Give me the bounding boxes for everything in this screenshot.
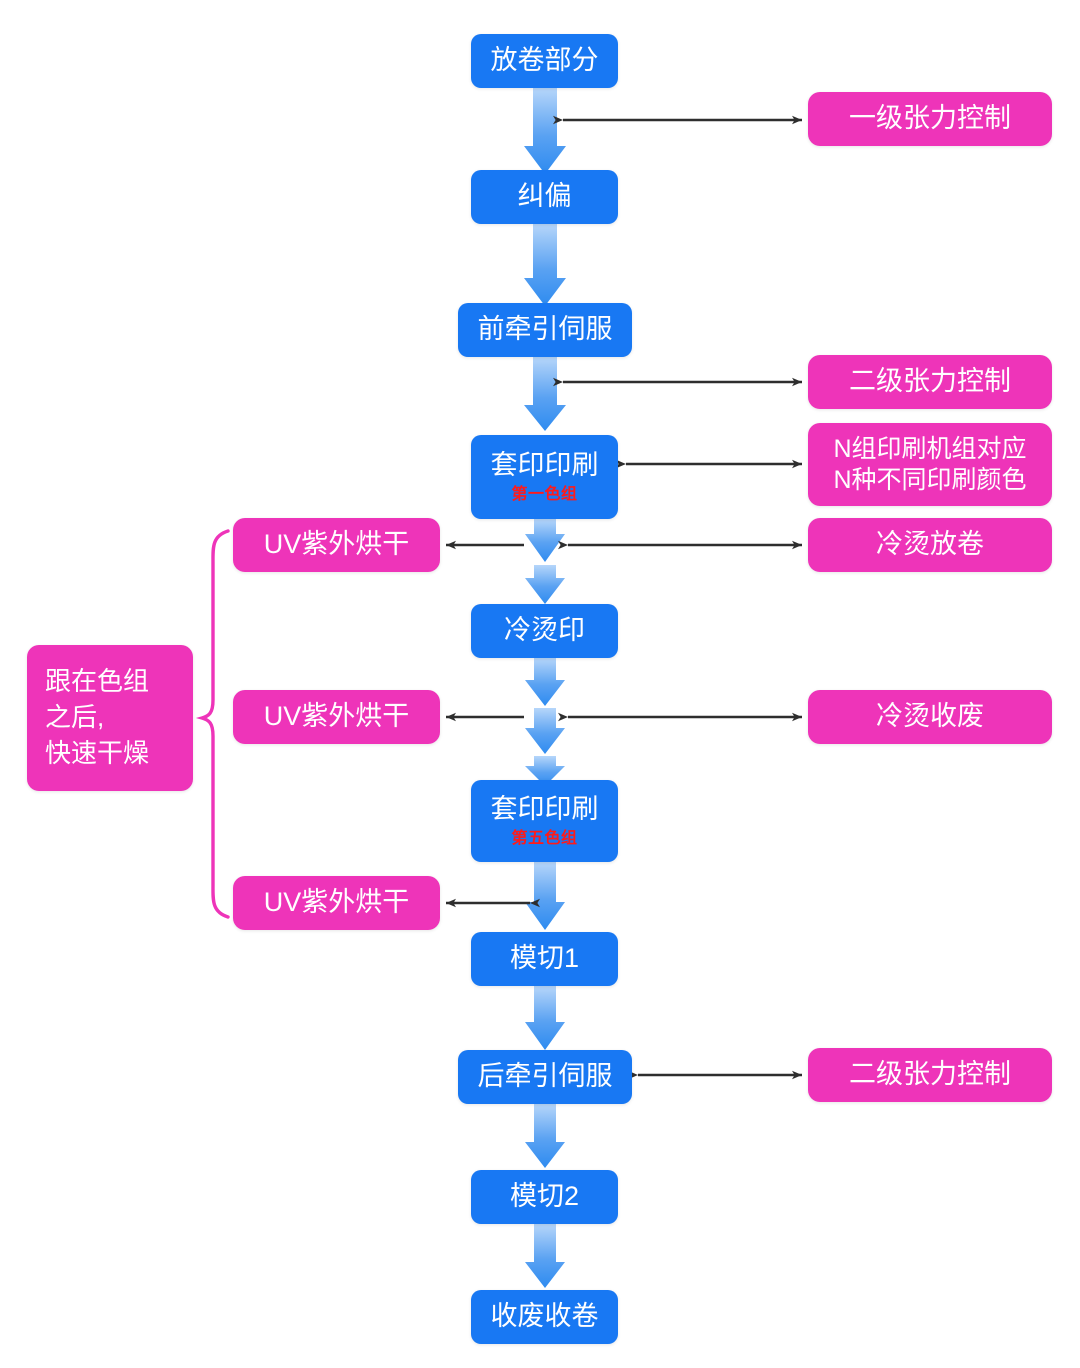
flow-arrow-print1-to-coldfoil-b: [525, 565, 565, 604]
node-label: 模切2: [509, 1181, 580, 1212]
annotation-label: UV紫外烘干: [263, 701, 410, 732]
node-label: 套印印刷: [490, 449, 599, 480]
curly-brace: [195, 529, 230, 919]
node-unwind[interactable]: 放卷部分: [471, 34, 618, 88]
flow-arrow-coldfoil-to-print5-a: [525, 658, 565, 706]
node-label: 模切1: [509, 943, 580, 974]
annotation-cold-unwind[interactable]: 冷烫放卷: [808, 518, 1052, 572]
flow-arrow-print1-to-coldfoil-a: [525, 519, 565, 562]
flow-arrow-print5-to-diecut1: [525, 862, 565, 930]
flow-arrow-coldfoil-to-print5-b: [525, 708, 565, 754]
annotation-label: 冷烫收废: [876, 701, 984, 732]
node-print-5[interactable]: 套印印刷 第五色组: [471, 780, 618, 862]
node-label: 收废收卷: [490, 1301, 599, 1332]
node-label: 套印印刷: [490, 793, 599, 824]
node-sublabel: 第一色组: [511, 485, 578, 503]
node-rear-servo[interactable]: 后牵引伺服: [458, 1050, 632, 1104]
flow-arrow-frontservo-to-print1: [524, 357, 566, 431]
flow-arrow-diecut1-to-rearservo: [525, 986, 565, 1050]
node-diecut-2[interactable]: 模切2: [471, 1170, 618, 1224]
node-diecut-1[interactable]: 模切1: [471, 932, 618, 986]
node-label: 冷烫印: [504, 615, 585, 646]
annotation-tension-2b[interactable]: 二级张力控制: [808, 1048, 1052, 1102]
flow-arrow-unwind-to-correction: [524, 88, 566, 174]
node-label: 后牵引伺服: [477, 1061, 613, 1092]
annotation-label: 一级张力控制: [849, 103, 1011, 134]
node-print-1[interactable]: 套印印刷 第一色组: [471, 435, 618, 519]
annotation-uv-dry-3[interactable]: UV紫外烘干: [233, 876, 440, 930]
node-label: 前牵引伺服: [477, 314, 613, 345]
node-sublabel: 第五色组: [511, 829, 578, 847]
node-label: 放卷部分: [490, 45, 599, 76]
annotation-cold-waste[interactable]: 冷烫收废: [808, 690, 1052, 744]
annotation-label: UV紫外烘干: [263, 887, 410, 918]
flow-arrow-diecut2-to-rewind: [525, 1224, 565, 1288]
note-label: 跟在色组 之后, 快速干燥: [45, 666, 150, 768]
node-label: 纠偏: [517, 181, 572, 212]
annotation-label: 冷烫放卷: [876, 529, 984, 560]
flow-arrow-correction-to-frontservo: [524, 224, 566, 306]
annotation-label: N组印刷机组对应 N种不同印刷颜色: [833, 435, 1027, 494]
annotation-uv-dry-1[interactable]: UV紫外烘干: [233, 518, 440, 572]
annotation-tension-2a[interactable]: 二级张力控制: [808, 355, 1052, 409]
annotation-tension-1[interactable]: 一级张力控制: [808, 92, 1052, 146]
flow-arrow-rearservo-to-diecut2: [525, 1104, 565, 1168]
annotation-fast-dry-note[interactable]: 跟在色组 之后, 快速干燥: [27, 645, 193, 791]
annotation-label: 二级张力控制: [849, 1059, 1011, 1090]
annotation-n-groups[interactable]: N组印刷机组对应 N种不同印刷颜色: [808, 423, 1052, 506]
annotation-label: UV紫外烘干: [263, 529, 410, 560]
node-front-servo[interactable]: 前牵引伺服: [458, 303, 632, 357]
node-correction[interactable]: 纠偏: [471, 170, 618, 224]
annotation-uv-dry-2[interactable]: UV紫外烘干: [233, 690, 440, 744]
node-rewind[interactable]: 收废收卷: [471, 1290, 618, 1344]
node-cold-foil[interactable]: 冷烫印: [471, 604, 618, 658]
annotation-label: 二级张力控制: [849, 366, 1011, 397]
